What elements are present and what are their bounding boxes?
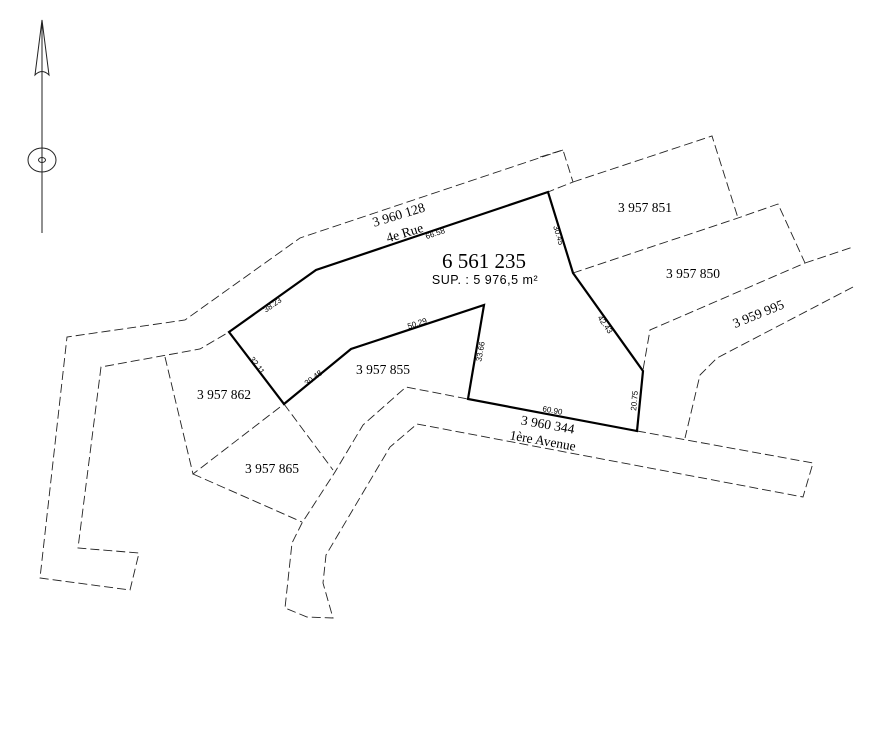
north-arrow-icon	[27, 19, 57, 233]
lot-3959995-boundary	[804, 246, 854, 264]
dimension-label: 60.90	[542, 404, 564, 416]
dimension-label: 33.66	[474, 340, 486, 362]
street-1ere-avenue-boundary	[284, 386, 814, 619]
dimension-label: 38.23	[262, 295, 284, 314]
main-lot-boundary	[227, 190, 645, 433]
dimension-label: 30.45	[551, 224, 566, 246]
main-lot-number: 6 561 235	[442, 249, 526, 273]
lot-3957865-boundary	[283, 403, 334, 471]
dimension-label: 42.43	[596, 314, 615, 336]
dimension-label: 50.29	[406, 316, 428, 331]
lot-label: 3 957 865	[245, 461, 299, 476]
lot-label: 3 957 862	[197, 387, 251, 402]
lot-label: 3 957 855	[356, 362, 410, 377]
lot-label: 3 957 851	[618, 200, 672, 215]
neighbour-boundaries	[39, 135, 854, 619]
lot-3957862-boundary	[164, 356, 285, 475]
street-4e-rue-boundary	[39, 149, 564, 591]
lot-3957850-boundary	[572, 203, 806, 371]
main-lot-area: SUP. : 5 976,5 m²	[432, 273, 538, 287]
dimension-label: 32.11	[248, 355, 267, 376]
lot-label: 3 957 850	[666, 266, 720, 281]
dimension-label: 20.75	[629, 390, 640, 411]
dimension-label: 30.48	[303, 368, 325, 388]
dimension-label: 66.58	[424, 226, 446, 241]
lot-3957851-boundary	[572, 135, 739, 219]
